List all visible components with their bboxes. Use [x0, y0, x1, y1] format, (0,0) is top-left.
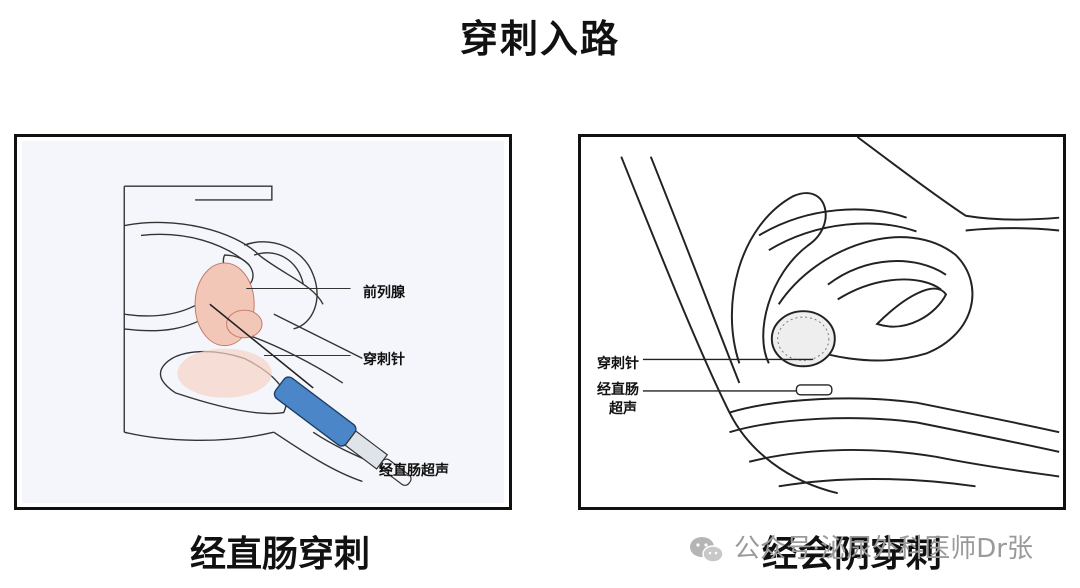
needle-label-right: 穿刺针 [597, 356, 639, 372]
watermark: 公众号·泌尿外科医师Dr张 [688, 528, 1033, 565]
transrectal-caption: 经直肠穿刺 [190, 534, 371, 575]
transperineal-illustration [620, 137, 1060, 495]
transrectal-illustration [21, 140, 505, 504]
page-title: 穿刺入路 [459, 17, 620, 61]
probe-label: 经直肠超声 [379, 463, 449, 479]
probe-label-right-line2: 超声 [609, 401, 637, 417]
wechat-icon [690, 536, 724, 563]
transperineal-diagram-panel: 穿刺针 经直肠 超声 [578, 134, 1066, 510]
prostate-label: 前列腺 [363, 285, 405, 301]
transrectal-diagram-panel: 前列腺 穿刺针 经直肠超声 [14, 134, 512, 510]
watermark-text: 公众号·泌尿外科医师Dr张 [734, 534, 1033, 564]
transperineal-caption: 经会阴穿刺 [762, 534, 943, 575]
probe-label-right-line1: 经直肠 [597, 382, 639, 398]
needle-label: 穿刺针 [363, 352, 405, 368]
